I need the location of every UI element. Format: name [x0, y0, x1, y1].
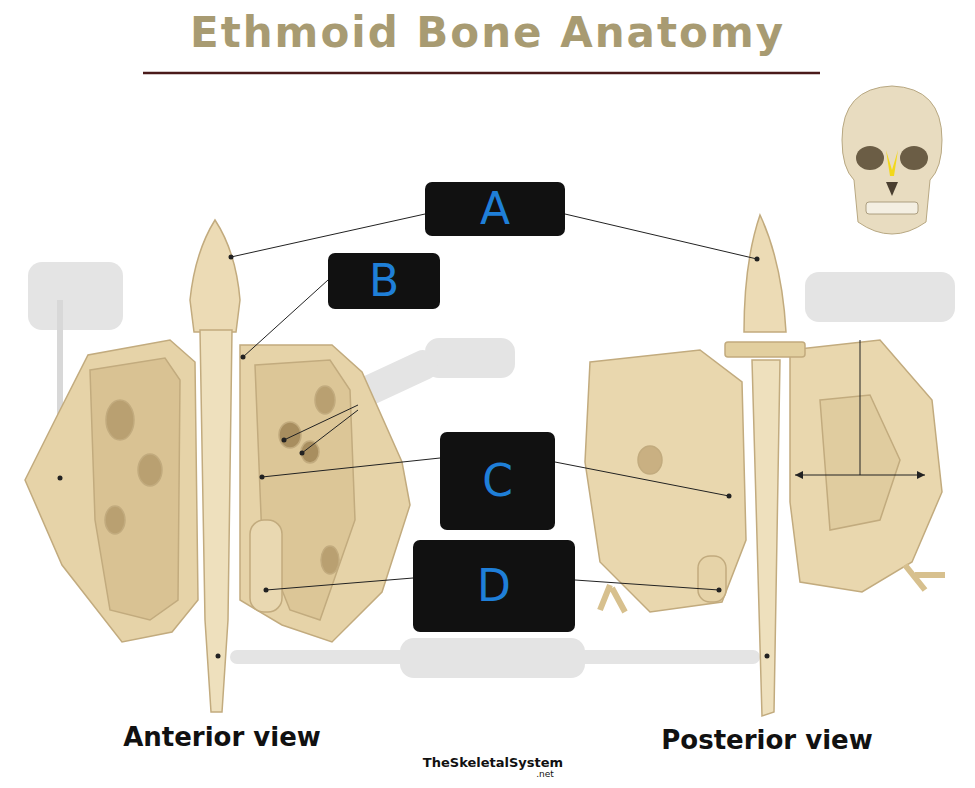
label-box: B [328, 253, 440, 309]
leader-dots [58, 255, 770, 659]
watermark-text: TheSkeletalSystem [423, 755, 563, 770]
view-caption-text: Anterior view [123, 722, 321, 752]
label-box: A [425, 182, 565, 236]
title: Ethmoid Bone Anatomy [0, 8, 975, 57]
title-underline [143, 72, 820, 75]
watermark: .net [536, 769, 554, 779]
label-box: C [440, 432, 555, 530]
label-letter: D [477, 564, 511, 608]
posterior-bone [585, 215, 945, 716]
view-caption: Posterior view [661, 725, 872, 755]
watermark-text: .net [536, 769, 554, 779]
label-letter: B [369, 259, 399, 303]
view-caption: Anterior view [123, 722, 321, 752]
leader-lines [231, 214, 925, 590]
label-box: D [413, 540, 575, 632]
watermark: TheSkeletalSystem [423, 755, 563, 770]
label-letter: C [482, 459, 513, 503]
label-letter: A [480, 187, 510, 231]
view-caption-text: Posterior view [661, 725, 872, 755]
arrowheads [795, 471, 925, 479]
skull-icon [842, 86, 942, 234]
